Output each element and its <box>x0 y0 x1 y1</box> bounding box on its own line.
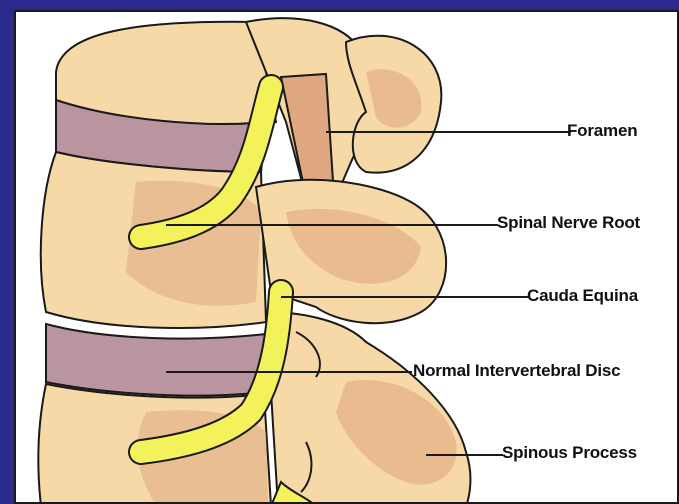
label-cauda-equina: Cauda Equina <box>527 286 638 306</box>
intervertebral-disc-lower <box>46 324 266 396</box>
label-normal-intervertebral-disc: Normal Intervertebral Disc <box>413 361 620 381</box>
label-spinal-nerve-root: Spinal Nerve Root <box>497 213 640 233</box>
label-spinous-process: Spinous Process <box>502 443 637 463</box>
label-foramen: Foramen <box>567 121 637 141</box>
spine-diagram-panel: Foramen Spinal Nerve Root Cauda Equina N… <box>14 10 679 504</box>
spine-illustration <box>16 12 679 504</box>
